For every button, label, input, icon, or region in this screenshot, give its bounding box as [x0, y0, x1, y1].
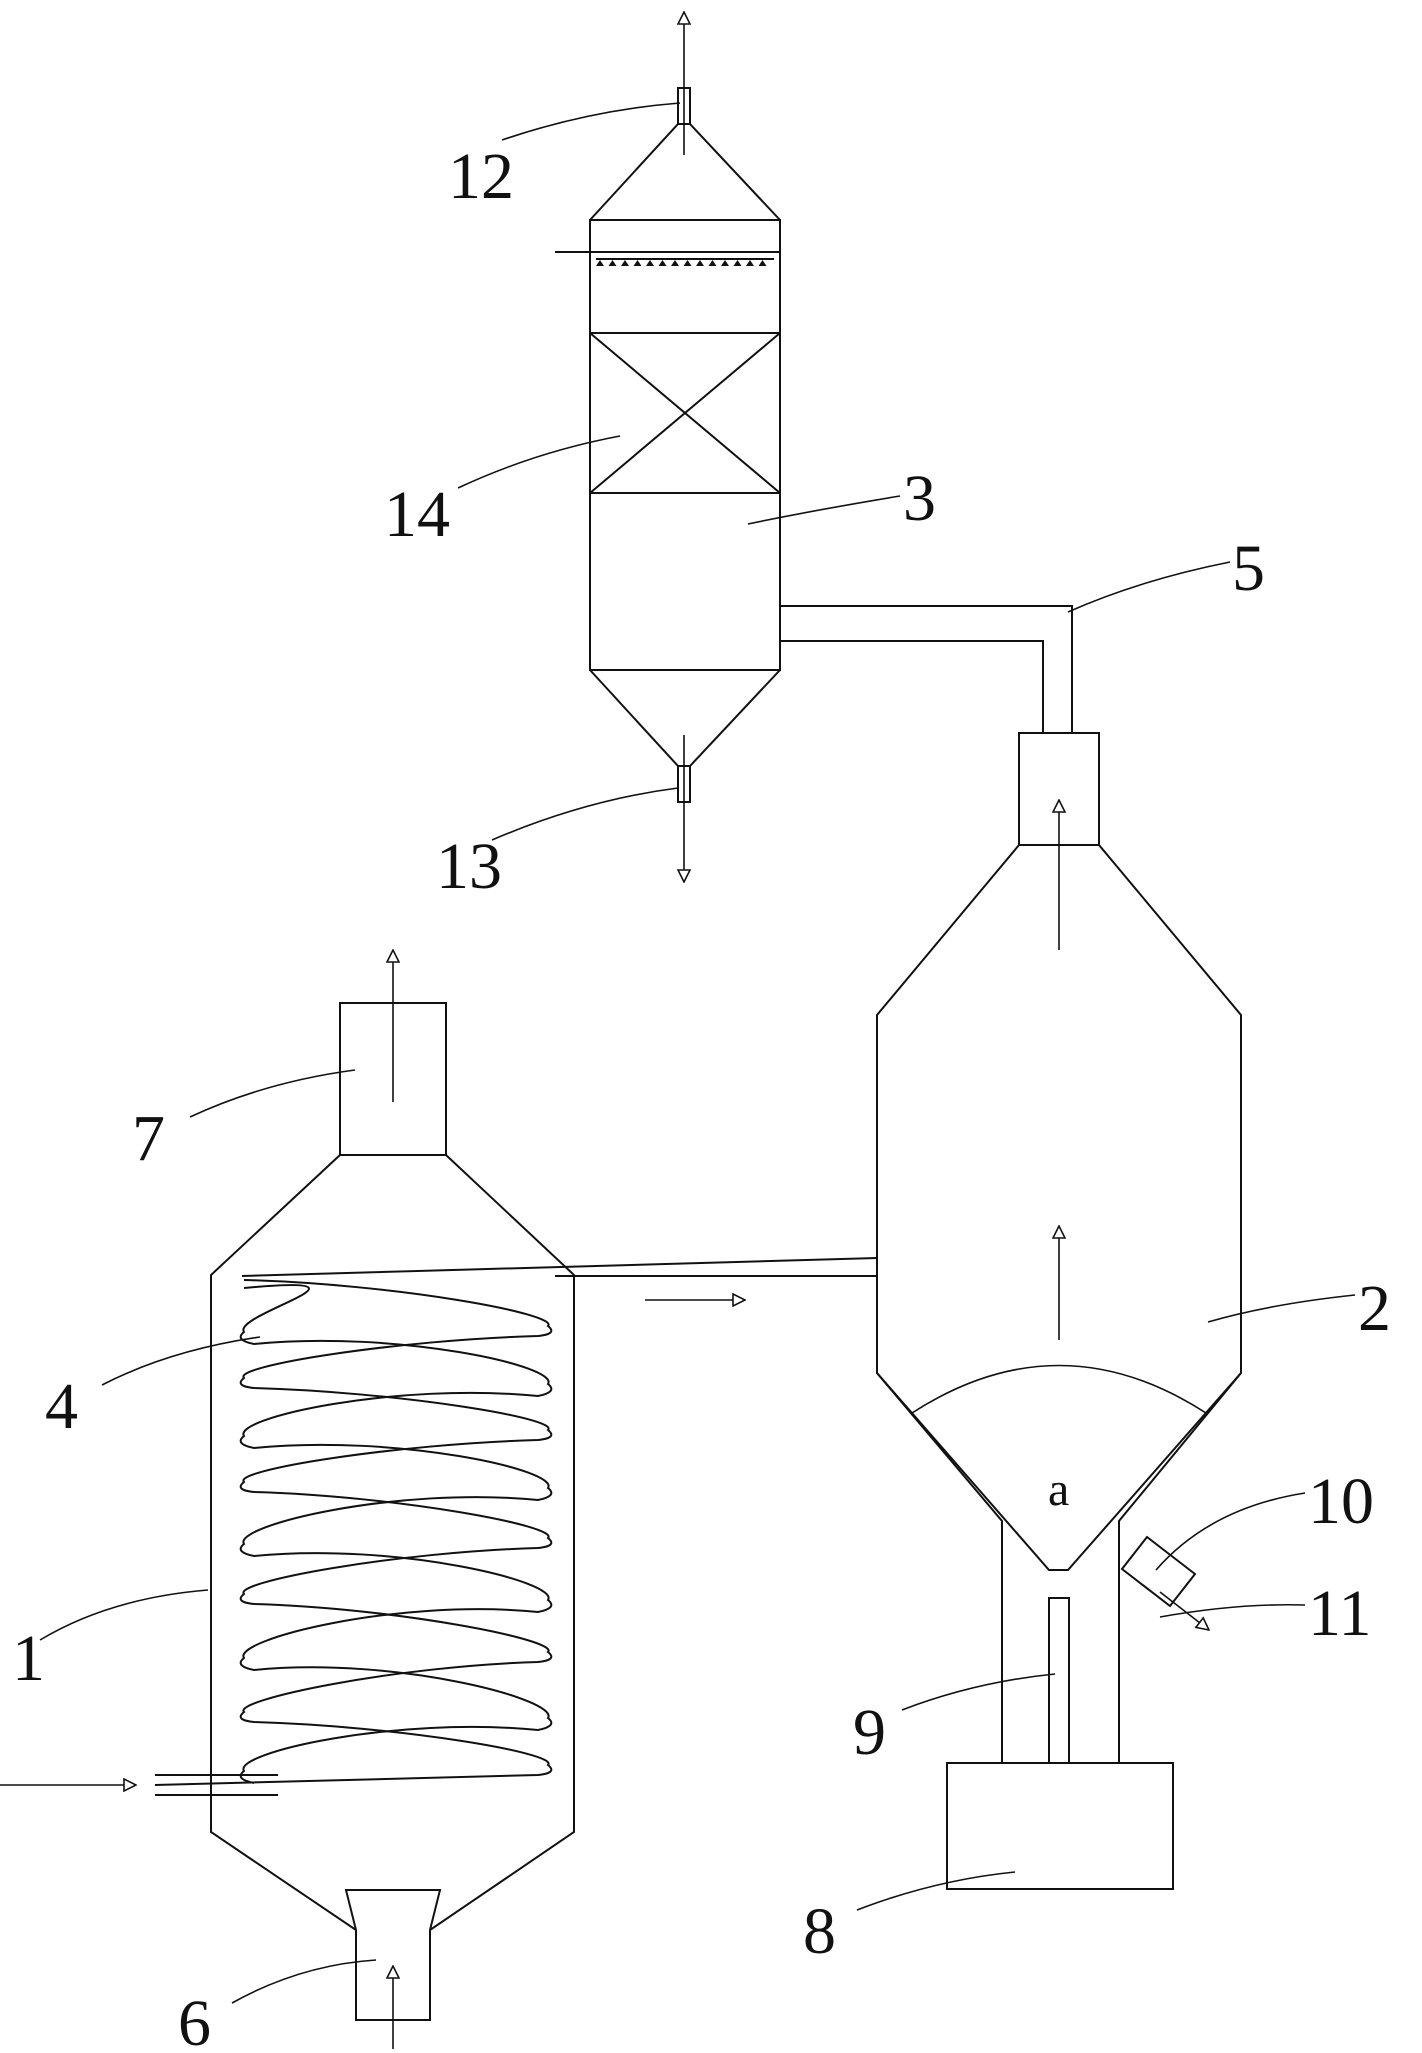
- vessel-1: [0, 950, 575, 2049]
- leader-6: [231, 1959, 377, 2004]
- vessel-2-body-right: [1098, 844, 1242, 1763]
- feed-tube-9: [1048, 1597, 1070, 1764]
- spray-nozzle: [646, 260, 654, 266]
- label-4: 4: [45, 1370, 78, 1443]
- reference-numerals: 12 14 3 5 13 7 2 4 a 10 1 11 9 8 6: [12, 140, 1391, 2053]
- spray-nozzle: [608, 260, 617, 266]
- spray-nozzle: [683, 260, 692, 266]
- label-5: 5: [1232, 532, 1265, 605]
- label-14: 14: [384, 478, 450, 551]
- vessel-2-body: [876, 844, 1020, 1763]
- pipe-5-outer: [780, 605, 1073, 733]
- spray-nozzle: [596, 260, 604, 266]
- label-angle-a: a: [1048, 1463, 1069, 1516]
- heating-coil-4-back-strand: [239, 1284, 553, 1784]
- spray-nozzle: [758, 260, 767, 266]
- outlet-11-arrow: [1159, 1591, 1209, 1630]
- unit-8: [946, 1762, 1174, 1890]
- leader-12: [501, 102, 681, 141]
- coil-outlet-pipe-top: [241, 1257, 878, 1277]
- spray-nozzle: [746, 260, 754, 266]
- label-8: 8: [803, 1895, 836, 1968]
- spray-nozzle: [671, 260, 679, 266]
- vessel-1-bottom-inlet-6: [344, 1889, 442, 2021]
- leader-lines: [39, 102, 1356, 2004]
- tower-3-bottom-cone: [589, 669, 781, 767]
- leader-2: [1207, 1294, 1356, 1323]
- spray-nozzle: [633, 260, 642, 266]
- leader-1: [39, 1589, 209, 1641]
- pipe-5-inner: [780, 640, 1044, 733]
- leader-14: [457, 435, 621, 489]
- leader-10: [1155, 1492, 1306, 1571]
- label-13: 13: [436, 830, 502, 903]
- tower-3-shell: [589, 219, 781, 671]
- leader-8: [856, 1871, 1016, 1911]
- tower-3-top-cone: [589, 123, 781, 221]
- label-3: 3: [903, 462, 936, 535]
- spray-nozzle: [621, 260, 629, 266]
- label-7: 7: [132, 1102, 165, 1175]
- spray-nozzle: [696, 260, 704, 266]
- tower-3-spray-nozzles: [596, 260, 767, 266]
- spray-nozzle: [733, 260, 742, 266]
- spray-nozzle: [708, 260, 717, 266]
- leader-7: [189, 1069, 356, 1118]
- vessel-1-top-cone-left: [210, 1154, 357, 1931]
- outlet-11-nozzle: [1120, 1535, 1197, 1608]
- leader-9: [901, 1673, 1056, 1711]
- heating-coil-4: [154, 1279, 553, 1786]
- pipe-5: [780, 605, 1073, 733]
- inner-cone-10: [876, 1372, 1242, 1571]
- label-11: 11: [1308, 1577, 1372, 1650]
- packing-14-cross-b: [589, 332, 781, 494]
- label-9: 9: [853, 1696, 886, 1769]
- outlet-11: [1120, 1535, 1209, 1630]
- label-10: 10: [1308, 1465, 1374, 1538]
- label-6: 6: [178, 1987, 211, 2053]
- label-2: 2: [1358, 1272, 1391, 1345]
- leader-4: [101, 1336, 261, 1386]
- tower-3: [555, 12, 781, 882]
- leader-11: [1159, 1603, 1306, 1618]
- spray-nozzle: [658, 260, 667, 266]
- coil-outlet-pipe: [241, 1257, 878, 1300]
- angle-a-arc: [911, 1364, 1207, 1414]
- label-12: 12: [448, 140, 514, 213]
- spray-nozzle: [721, 260, 729, 266]
- leader-3: [747, 495, 901, 525]
- label-1: 1: [12, 1622, 45, 1695]
- leader-13: [491, 787, 679, 841]
- leader-5: [1067, 561, 1231, 613]
- vessel-2: [876, 732, 1242, 1890]
- vessel-1-top-cone-right: [429, 1154, 575, 1931]
